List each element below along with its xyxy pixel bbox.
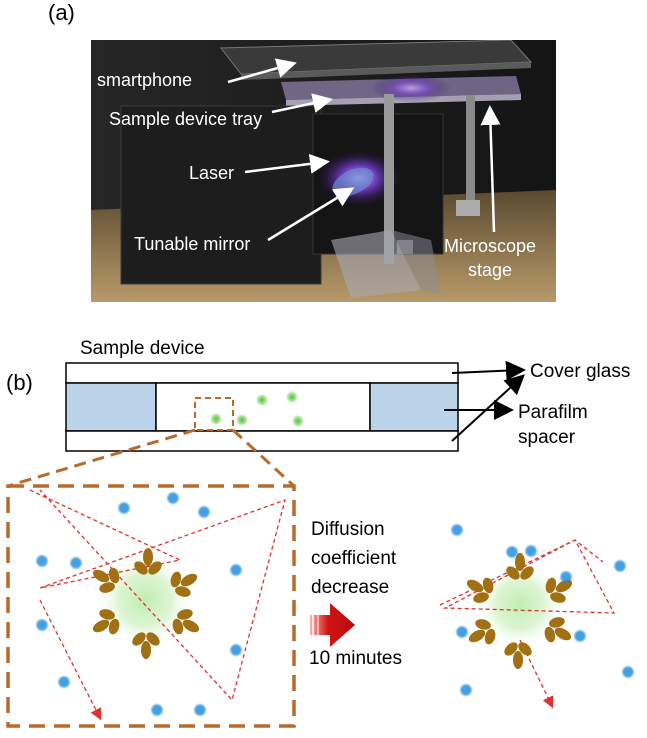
after-view (440, 523, 635, 706)
top-cover-glass (66, 363, 458, 383)
cover-glass-arrow-top (452, 370, 522, 373)
bottom-cover-glass (66, 431, 458, 451)
right-parafilm (370, 383, 458, 431)
zoom-left-view (30, 490, 285, 718)
sample-chamber (156, 383, 370, 431)
left-parafilm (66, 383, 156, 431)
sample-device-cross-section (66, 363, 458, 451)
process-arrow (310, 603, 355, 647)
